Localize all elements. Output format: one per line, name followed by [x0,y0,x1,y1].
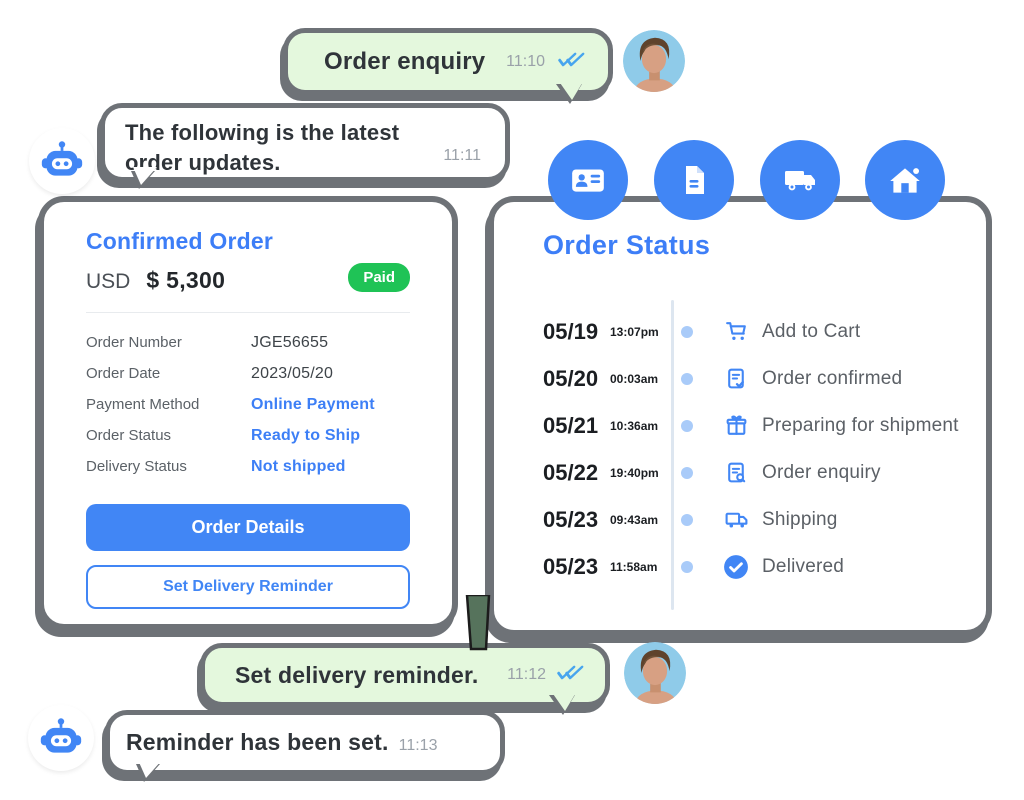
message-time: 11:12 [507,666,546,683]
timeline-label: Shipping [762,508,838,530]
gift-icon [723,413,749,439]
order-field-row: Order Status Ready to Ship [86,420,410,451]
field-label: Order Date [86,365,161,382]
order-field-row: Delivery Status Not shipped [86,451,410,482]
bubble-tail [549,691,579,718]
payment-method-link[interactable]: Online Payment [251,395,375,413]
timeline-date: 05/19 [543,318,599,344]
user-avatar [624,642,686,704]
read-receipt-icon [553,664,585,686]
user-avatar [623,30,685,92]
timeline-label: Delivered [762,555,845,577]
timeline-dot [681,419,693,432]
order-field-row: Payment Method Online Payment [86,389,410,420]
bot-message-bubble-2: Reminder has been set. 11:13 [105,710,505,778]
timeline-date: 05/21 [543,412,599,438]
currency-label: USD [86,270,131,293]
timeline-dot [681,466,693,479]
robot-icon [41,141,83,176]
divider [86,312,410,313]
confirmed-order-card: Confirmed Order USD $ 5,300 Paid Order N… [38,196,458,630]
timeline-row: 05/20 00:03am Order confirmed [494,355,986,402]
order-status-card: Order Status 05/19 13:07pm Add to Cart 0… [488,140,992,636]
order-field-row: Order Number JGE56655 [86,327,410,358]
field-value: JGE56655 [251,333,329,351]
bubble-connector [463,593,493,656]
paid-badge: Paid [348,263,410,292]
timeline-time: 11:58am [610,559,658,574]
field-label: Delivery Status [86,458,187,475]
robot-icon [40,718,82,753]
order-field-row: Order Date 2023/05/20 [86,358,410,389]
order-details-button[interactable]: Order Details [86,504,410,551]
set-delivery-reminder-button[interactable]: Set Delivery Reminder [86,565,410,609]
timeline-time: 09:43am [610,512,659,527]
bubble-tail [131,167,159,192]
message-time: 11:11 [443,147,481,164]
timeline-time: 10:36am [610,418,659,433]
card-title: Confirmed Order [86,228,274,254]
timeline-label: Add to Cart [762,320,861,342]
field-value: 2023/05/20 [251,364,334,382]
timeline-dot [681,325,693,338]
home-icon [865,140,945,220]
field-label: Order Status [86,427,172,444]
message-text: Set delivery reminder. [235,661,479,688]
bot-avatar [28,705,94,771]
card-title: Order Status [543,230,711,260]
timeline-date: 05/22 [543,459,599,485]
timeline-dot [681,560,693,573]
shipping-truck-icon [723,507,749,533]
cart-icon [723,319,749,345]
message-text: Reminder has been set. [126,729,389,755]
message-text: Order enquiry [324,47,486,75]
timeline-row: 05/21 10:36am Preparing for shipment [494,402,986,449]
timeline-dot [681,372,693,385]
timeline-date: 05/20 [543,365,599,391]
bubble-tail [556,80,586,107]
id-card-icon [548,140,628,220]
timeline-label: Preparing for shipment [762,414,959,436]
message-text: The following is the latest order update… [125,120,400,175]
bot-message-bubble-1: The following is the latest order update… [100,103,510,185]
field-label: Order Number [86,334,182,351]
timeline-label: Order confirmed [762,367,903,389]
timeline-time: 19:40pm [610,465,659,480]
field-label: Payment Method [86,396,200,413]
bot-avatar [29,128,95,194]
truck-icon [760,140,840,220]
user-message-bubble-2: Set delivery reminder. 11:12 [200,593,610,711]
document-icon [654,140,734,220]
timeline-label: Order enquiry [762,461,881,483]
order-timeline: 05/19 13:07pm Add to Cart 05/20 00:03am [494,308,986,590]
timeline-date: 05/23 [543,506,599,532]
timeline-dot [681,513,693,526]
amount-value: $ 5,300 [146,267,226,293]
read-receipt-icon [554,51,586,73]
timeline-row: 05/22 19:40pm Order enquiry [494,449,986,496]
user-message-bubble-1: Order enquiry 11:10 [283,28,613,100]
bubble-tail [136,760,164,785]
timeline-row: 05/23 11:58am Delivered [494,543,986,590]
timeline-time: 00:03am [610,371,659,386]
timeline-line [671,300,674,610]
delivery-status-link[interactable]: Not shipped [251,457,346,475]
timeline-time: 13:07pm [610,324,659,339]
order-confirmed-icon [723,366,749,392]
message-time: 11:10 [506,52,545,70]
timeline-row: 05/23 09:43am Shipping [494,496,986,543]
document-search-icon [723,460,749,486]
timeline-date: 05/23 [543,553,599,579]
timeline-row: 05/19 13:07pm Add to Cart [494,308,986,355]
order-status-link[interactable]: Ready to Ship [251,426,361,444]
price-row: USD $ 5,300 Paid [86,263,410,294]
delivered-check-icon [723,554,749,580]
message-time: 11:13 [398,736,438,754]
